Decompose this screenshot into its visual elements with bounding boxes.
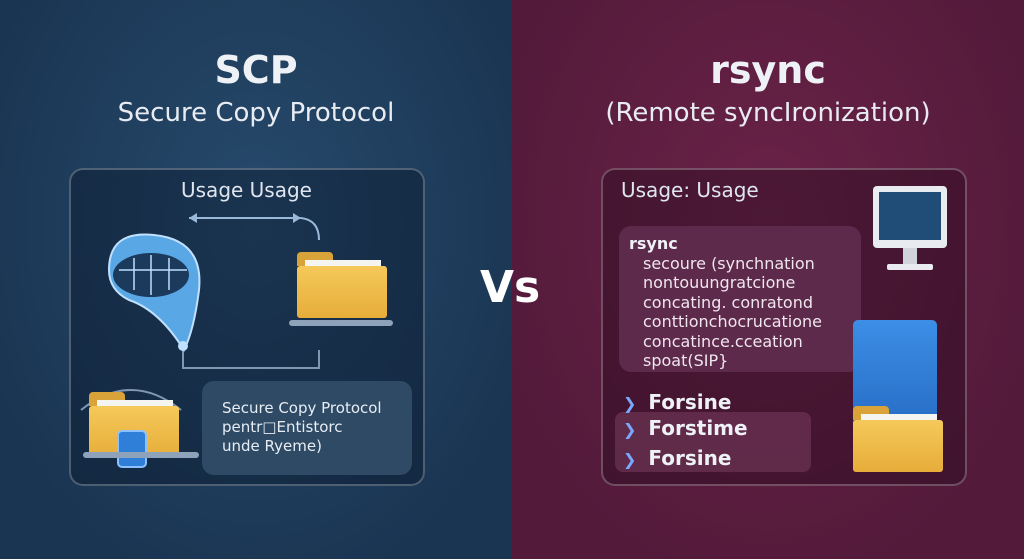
feature-item: ❯Forstime <box>623 416 748 440</box>
globe-pin-icon <box>107 233 201 353</box>
description-line: unde Ryeme) <box>222 437 322 455</box>
rsync-panel-title: Usage: Usage <box>621 178 759 202</box>
code-title: rsync <box>629 234 678 253</box>
code-line: concatince.cceation <box>643 331 803 351</box>
feature-highlight <box>615 412 811 472</box>
code-line: spoat(SIP} <box>643 351 729 370</box>
scp-usage-panel: Usage Usage Secure Copy Protocol pentr□E… <box>69 168 425 486</box>
feature-item: ❯Forsine <box>623 390 732 414</box>
code-line: conttionchocrucatione <box>643 312 822 331</box>
description-line: pentr□Entistorc <box>222 418 343 436</box>
scp-panel-title: Usage Usage <box>181 178 312 202</box>
rsync-usage-panel: Usage: Usage rsync secoure (synchnation … <box>601 168 967 486</box>
feature-item: ❯Forsine <box>623 446 732 470</box>
rsync-section: rsync (Remote syncIronization) Usage: Us… <box>512 0 1024 559</box>
code-line: secoure (synchnation <box>643 253 815 273</box>
file-icon <box>117 430 147 468</box>
laptop-base <box>289 320 393 326</box>
check-icon: ❯ <box>623 450 637 469</box>
rsync-subtitle: (Remote syncIronization) <box>605 98 931 128</box>
description-line: Secure Copy Protocol <box>222 399 382 417</box>
scp-description-box: Secure Copy Protocol pentr□Entistorc und… <box>202 381 412 475</box>
laptop-base <box>83 452 199 458</box>
scp-subtitle: Secure Copy Protocol <box>117 98 395 128</box>
rsync-title: rsync <box>710 48 826 92</box>
check-icon: ❯ <box>623 420 637 439</box>
rsync-code-box: rsync secoure (synchnation nontouungratc… <box>619 226 861 372</box>
scp-section: SCP Secure Copy Protocol Usage Usage Sec… <box>0 0 512 559</box>
folder-icon <box>297 252 387 318</box>
folder-icon <box>853 406 943 472</box>
code-line: nontouungratcione <box>643 273 796 292</box>
scp-title: SCP <box>214 48 298 92</box>
vs-label: Vs <box>480 262 541 313</box>
code-line: concating. conratond <box>643 292 813 312</box>
monitor-icon <box>873 186 947 270</box>
check-icon: ❯ <box>623 394 637 413</box>
